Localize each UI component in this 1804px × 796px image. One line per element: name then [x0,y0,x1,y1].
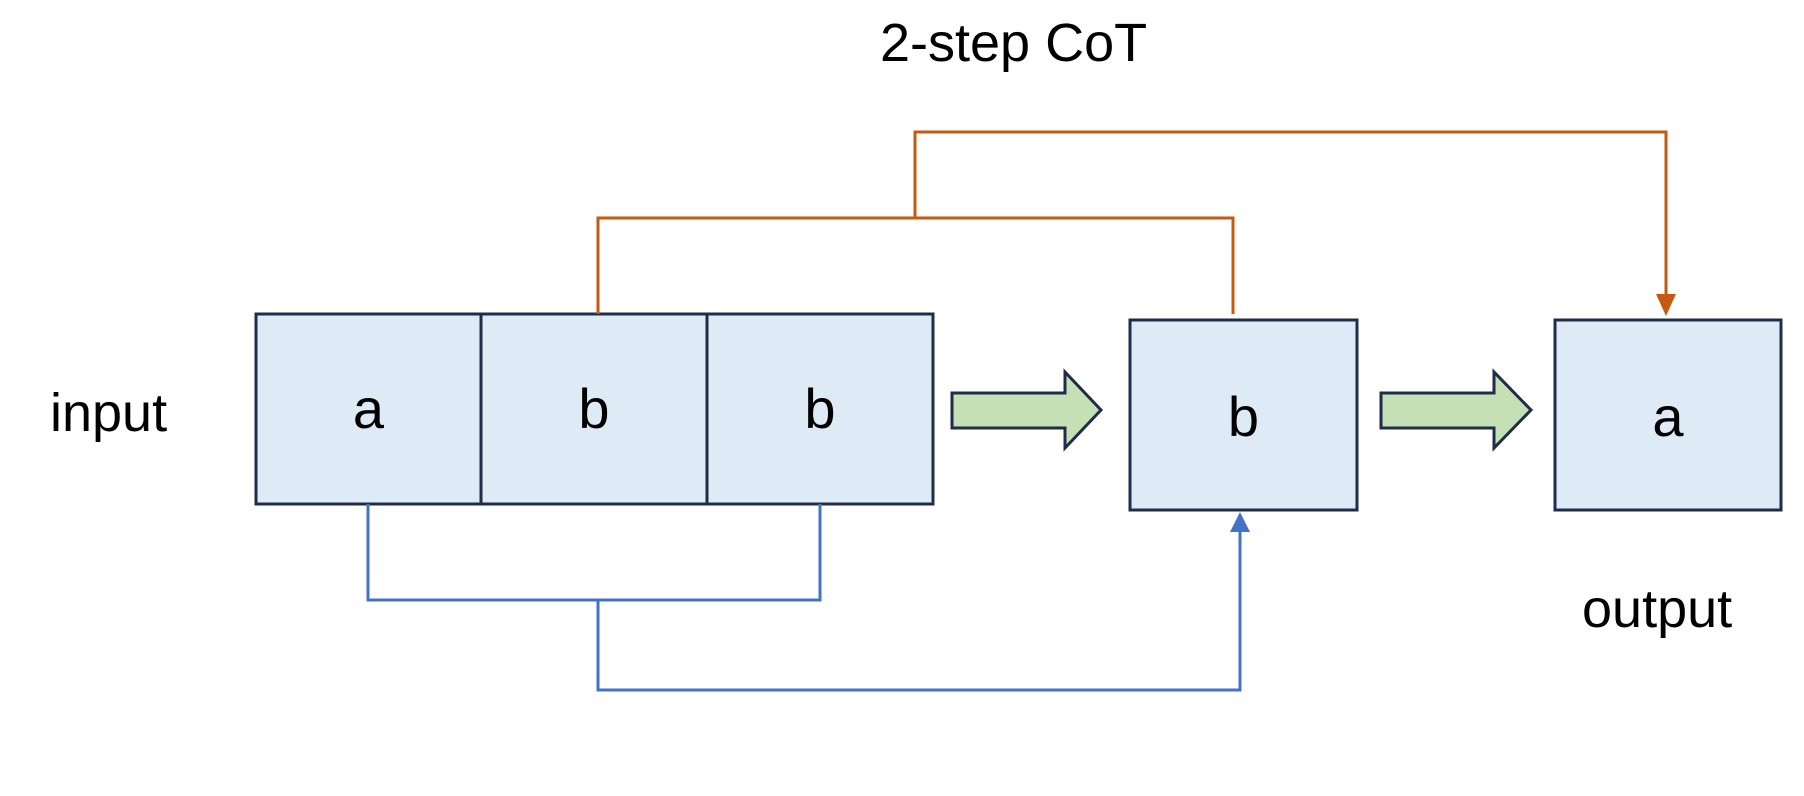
input-token-2: b [578,377,610,440]
orange-connector-outer [913,130,1668,306]
output-label: output [1582,579,1733,639]
flow-arrow-input-to-cot [950,368,1104,452]
blue-connector-inner [366,504,822,602]
diagram-title: 2-step CoT [880,13,1148,73]
output-cell [1553,318,1783,512]
input-token-1: a [352,377,385,440]
input-cell-b1 [479,312,709,506]
blue-arrowhead [1230,512,1250,532]
flow-arrow-cot-to-output [1379,368,1534,452]
cot-cell [1128,318,1359,512]
output-token: a [1652,385,1684,448]
input-token-3: b [804,377,836,440]
input-cell-b2 [705,312,935,506]
input-cell-a [254,312,483,506]
blue-connector-outer [596,524,1242,692]
cot-token: b [1227,385,1260,448]
orange-connector-inner [596,216,1235,314]
input-label: input [50,383,168,443]
orange-arrowhead [1656,294,1676,316]
